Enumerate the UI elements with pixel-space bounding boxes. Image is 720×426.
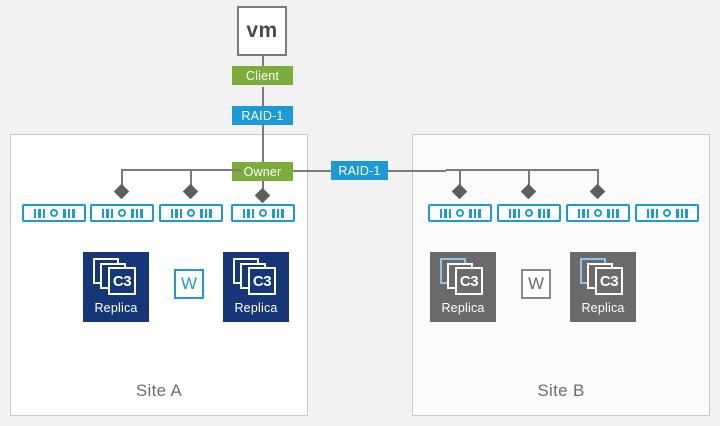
disk-indicator — [259, 209, 267, 217]
disk-bars-left — [242, 208, 254, 218]
disk-indicator — [525, 209, 533, 217]
vm-node[interactable]: vm — [237, 6, 287, 56]
site-a-disk-4[interactable] — [231, 204, 295, 222]
disk-bars-right — [272, 208, 284, 218]
sheet-front: C3 — [248, 267, 276, 295]
replica-label: Replica — [441, 301, 485, 315]
c3-stack-icon: C3 — [233, 258, 279, 298]
owner-node[interactable]: Owner — [232, 162, 293, 181]
connector-raid-to-owner — [262, 125, 264, 163]
disk-indicator — [50, 209, 58, 217]
c3-badge: C3 — [459, 272, 479, 290]
disk-indicator — [118, 209, 126, 217]
disk-bars-right — [538, 208, 550, 218]
disk-bars-right — [200, 208, 212, 218]
site-a-witness[interactable]: W — [174, 269, 204, 299]
disk-bars-right — [676, 208, 688, 218]
disk-bars-left — [170, 208, 182, 218]
disk-bars-left — [508, 208, 520, 218]
disk-bars-left — [577, 208, 589, 218]
sheet-front: C3 — [108, 267, 136, 295]
disk-bars-right — [63, 208, 75, 218]
witness-label: W — [527, 274, 545, 293]
site-b-disk-1[interactable] — [428, 204, 492, 222]
disk-bars-left — [101, 208, 113, 218]
disk-indicator — [663, 209, 671, 217]
disk-bars-left — [646, 208, 658, 218]
site-b-replica-2[interactable]: C3 Replica — [570, 252, 636, 322]
site-a-drop-2 — [190, 169, 192, 188]
witness-label: W — [180, 274, 198, 293]
raid1-top-node[interactable]: RAID-1 — [232, 106, 293, 125]
disk-indicator — [456, 209, 464, 217]
disk-indicator — [594, 209, 602, 217]
site-a-label: Site A — [135, 381, 183, 400]
replica-label: Replica — [94, 301, 138, 315]
site-a-bus — [121, 169, 241, 171]
site-b-drop-3 — [597, 169, 599, 188]
connector-owner-to-raid-mid — [293, 170, 333, 172]
client-node[interactable]: Client — [232, 66, 293, 85]
site-b-replica-1[interactable]: C3 Replica — [430, 252, 496, 322]
disk-bars-left — [439, 208, 451, 218]
client-label: Client — [245, 68, 280, 83]
disk-bars-right — [131, 208, 143, 218]
disk-bars-right — [469, 208, 481, 218]
connector-vm-to-client — [262, 56, 264, 68]
c3-badge: C3 — [599, 272, 619, 290]
replica-label: Replica — [234, 301, 278, 315]
connector-client-to-raid — [262, 87, 264, 106]
disk-bars-right — [607, 208, 619, 218]
site-b-bus — [446, 169, 599, 171]
vm-label: vm — [246, 19, 278, 42]
site-b-drop-2 — [528, 169, 530, 188]
site-b-disk-2[interactable] — [497, 204, 561, 222]
disk-indicator — [187, 209, 195, 217]
c3-badge: C3 — [112, 272, 132, 290]
c3-stack-icon: C3 — [440, 258, 486, 298]
site-a-drop-1 — [121, 169, 123, 188]
c3-badge: C3 — [252, 272, 272, 290]
site-b-label: Site B — [537, 381, 585, 400]
replica-label: Replica — [581, 301, 625, 315]
site-b-witness[interactable]: W — [521, 269, 551, 299]
site-b-drop-1 — [459, 169, 461, 188]
owner-label: Owner — [243, 164, 282, 179]
site-b-disk-4[interactable] — [635, 204, 699, 222]
disk-bars-left — [33, 208, 45, 218]
c3-stack-icon: C3 — [93, 258, 139, 298]
sheet-front: C3 — [595, 267, 623, 295]
connector-raid-mid-to-site-b — [386, 170, 446, 172]
c3-stack-icon: C3 — [580, 258, 626, 298]
sheet-front: C3 — [455, 267, 483, 295]
raid1-mid-label: RAID-1 — [338, 163, 381, 178]
site-b-disk-3[interactable] — [566, 204, 630, 222]
raid1-mid-node[interactable]: RAID-1 — [331, 161, 388, 180]
site-a-replica-2[interactable]: C3 Replica — [223, 252, 289, 322]
site-a-disk-1[interactable] — [22, 204, 86, 222]
site-a-replica-1[interactable]: C3 Replica — [83, 252, 149, 322]
raid1-top-label: RAID-1 — [241, 108, 284, 123]
site-a-disk-3[interactable] — [159, 204, 223, 222]
site-a-disk-2[interactable] — [90, 204, 154, 222]
